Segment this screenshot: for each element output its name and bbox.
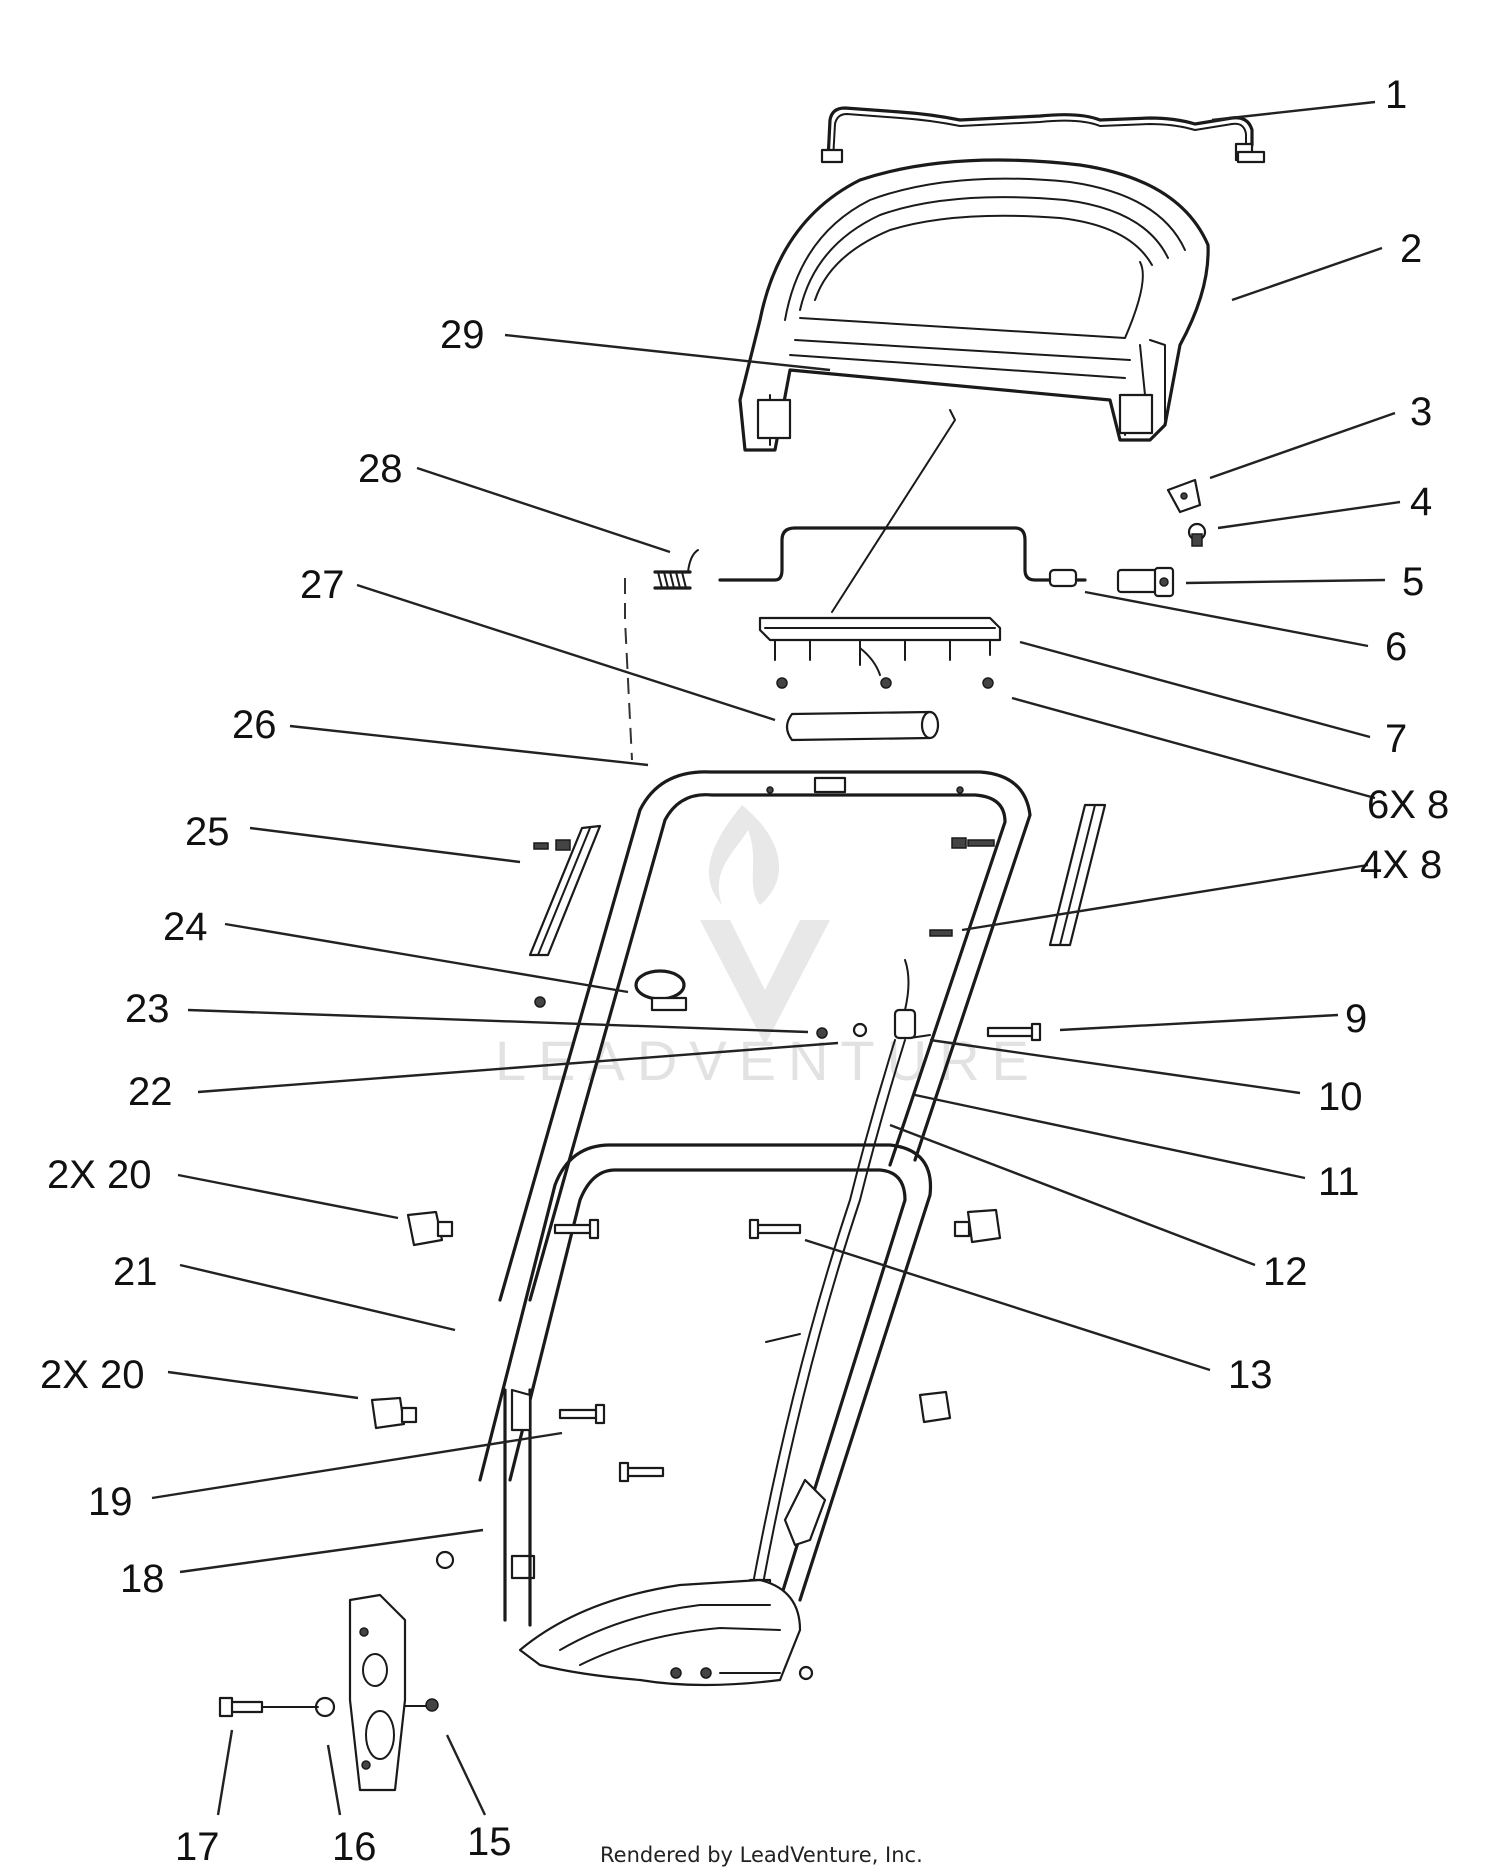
callout-18: 18 bbox=[120, 1557, 165, 1601]
part-15-mounting-plate bbox=[348, 1593, 407, 1792]
callout-7: 7 bbox=[1385, 717, 1407, 761]
callout-6x8: 6X 8 bbox=[1367, 783, 1449, 827]
callout-19: 19 bbox=[88, 1480, 133, 1524]
callout-17: 17 bbox=[175, 1825, 220, 1869]
part-26-upper-handle bbox=[498, 770, 1032, 1302]
part-20-knob-upper-right bbox=[953, 1208, 1002, 1244]
callout-15: 15 bbox=[467, 1820, 512, 1864]
part-19-bolts bbox=[558, 1403, 665, 1483]
part-18-lower-leg bbox=[503, 1388, 532, 1627]
footer-credit: Rendered by LeadVenture, Inc. bbox=[600, 1843, 923, 1867]
part-3-bracket bbox=[1166, 478, 1202, 514]
callout-4x8: 4X 8 bbox=[1360, 843, 1442, 887]
part-13-bolts bbox=[553, 1218, 802, 1240]
callout-5: 5 bbox=[1402, 560, 1424, 604]
part-22-23-washer-nut bbox=[534, 996, 868, 1039]
part-5-knob bbox=[1116, 566, 1175, 598]
leader-lines bbox=[151, 100, 1401, 1816]
part-2-handle-housing bbox=[738, 158, 1210, 452]
callout-10: 10 bbox=[1318, 1075, 1363, 1119]
callout-24: 24 bbox=[163, 905, 208, 949]
watermark-text: LEADVENTURE bbox=[495, 1029, 1041, 1092]
part-25-left-grip bbox=[528, 824, 602, 957]
callout-28: 28 bbox=[358, 447, 403, 491]
part-9-bolt bbox=[986, 1022, 1042, 1042]
callout-4: 4 bbox=[1410, 480, 1432, 524]
callout-11: 11 bbox=[1318, 1160, 1360, 1204]
part-16-washer bbox=[261, 1550, 455, 1718]
callout-13: 13 bbox=[1228, 1353, 1273, 1397]
callout-27: 27 bbox=[300, 563, 345, 607]
callout-25: 25 bbox=[185, 810, 230, 854]
part-1-control-bail bbox=[820, 106, 1266, 164]
callout-2x20-lower: 2X 20 bbox=[40, 1353, 145, 1397]
callout-2: 2 bbox=[1400, 227, 1422, 271]
part-10-switch bbox=[893, 959, 931, 1040]
callout-23: 23 bbox=[125, 987, 170, 1031]
callout-12: 12 bbox=[1263, 1250, 1308, 1294]
part-20-knob-lower-right bbox=[918, 1390, 952, 1424]
cable-lines bbox=[624, 409, 956, 761]
lower-mount-chute bbox=[518, 1578, 814, 1687]
part-25-right-grip bbox=[1048, 803, 1107, 947]
callout-29: 29 bbox=[440, 313, 485, 357]
callout-22: 22 bbox=[128, 1070, 173, 1114]
callout-labels: 1 2 3 4 5 6 7 6X 8 4X 8 9 10 11 12 13 29… bbox=[40, 73, 1449, 1869]
callout-9: 9 bbox=[1345, 997, 1367, 1041]
callout-16: 16 bbox=[332, 1825, 377, 1869]
part-4-screw bbox=[1187, 522, 1207, 547]
callout-3: 3 bbox=[1410, 390, 1432, 434]
part-24-clip bbox=[634, 969, 688, 1012]
part-28-spring bbox=[653, 549, 699, 590]
part-20-knob-upper-left bbox=[406, 1210, 454, 1247]
callout-26: 26 bbox=[232, 703, 277, 747]
part-27-tube bbox=[785, 710, 940, 742]
callout-2x20-upper: 2X 20 bbox=[47, 1153, 152, 1197]
callout-6: 6 bbox=[1385, 625, 1407, 669]
part-20-knob-lower-left bbox=[370, 1396, 418, 1430]
part-17-bolt bbox=[218, 1696, 264, 1718]
part-7-control-bar bbox=[758, 616, 1002, 676]
callout-1: 1 bbox=[1385, 73, 1407, 117]
callout-21: 21 bbox=[113, 1250, 158, 1294]
part-8-screws bbox=[533, 677, 995, 937]
part-6-bail-rod bbox=[718, 526, 1087, 588]
part-21-lower-handle bbox=[478, 1143, 933, 1622]
